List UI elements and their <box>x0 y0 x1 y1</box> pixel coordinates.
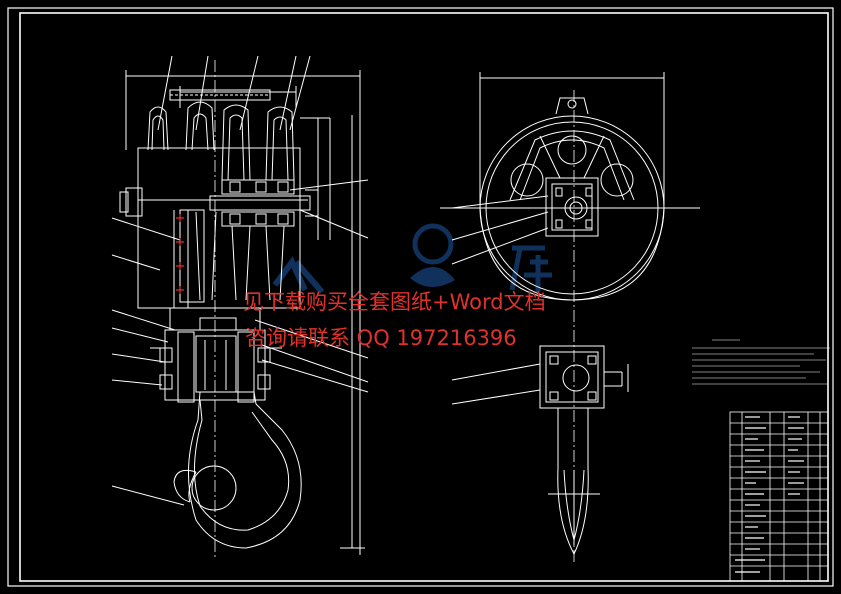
hatch-marks <box>176 214 184 294</box>
right-view <box>440 72 700 565</box>
tech-notes <box>692 339 830 385</box>
left-view <box>111 55 369 560</box>
watermark-logo <box>272 223 552 294</box>
parts-list-scribbles <box>735 416 804 573</box>
watermark-line-1: 见下载购买全套图纸+Word文档 <box>243 290 546 314</box>
watermark-line-2: 咨询请联系 QQ 197216396 <box>245 326 517 350</box>
outer-border <box>7 7 834 587</box>
inner-border <box>19 12 829 582</box>
parts-list-table <box>729 411 829 582</box>
